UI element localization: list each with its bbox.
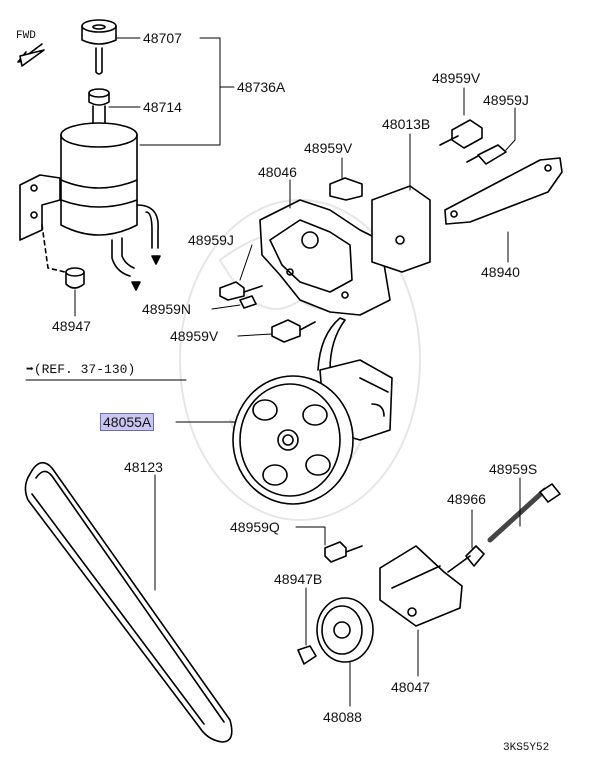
part-48959S[interactable]: 48959S <box>489 461 538 477</box>
part-48947[interactable]: 48947 <box>52 318 91 334</box>
idler-pulley <box>297 597 374 665</box>
idler-bracket <box>379 545 463 627</box>
part-48940[interactable]: 48940 <box>481 264 520 280</box>
part-48088[interactable]: 48088 <box>323 709 362 725</box>
part-48959V-mid[interactable]: 48959V <box>304 140 353 156</box>
bolt-group-upper <box>219 119 507 343</box>
part-48123[interactable]: 48123 <box>124 459 163 475</box>
fwd-arrow-icon <box>17 43 45 67</box>
reservoir-bracket <box>19 174 66 273</box>
leader-lines <box>74 37 521 707</box>
part-48046[interactable]: 48046 <box>258 164 297 180</box>
part-48959Q[interactable]: 48959Q <box>230 519 280 535</box>
adjuster-bolt <box>447 483 561 573</box>
part-48966[interactable]: 48966 <box>447 491 486 507</box>
part-48959J-mid[interactable]: 48959J <box>188 232 234 248</box>
nut-48947 <box>65 267 85 289</box>
part-48736A[interactable]: 48736A <box>237 79 286 95</box>
part-48055A[interactable]: 48055A <box>100 413 155 431</box>
part-48707[interactable]: 48707 <box>143 30 182 46</box>
part-48714[interactable]: 48714 <box>143 99 182 115</box>
part-48947B[interactable]: 48947B <box>274 571 323 587</box>
flow-arrow-icon <box>131 255 161 291</box>
pump-brace <box>444 157 563 225</box>
part-48959V-low[interactable]: 48959V <box>170 328 219 344</box>
part-48013B[interactable]: 48013B <box>382 116 431 132</box>
reservoir-body <box>60 105 159 277</box>
part-48959J-top[interactable]: 48959J <box>483 92 529 108</box>
pump-bracket <box>259 185 431 316</box>
reservoir-fitting <box>88 88 110 106</box>
drive-belt <box>24 461 233 743</box>
figure-code: 3KS5Y52 <box>503 742 550 754</box>
pump-pulley <box>232 375 354 505</box>
reservoir-cap <box>81 19 117 75</box>
reference-note[interactable]: ➡(REF. 37-130) <box>26 362 136 377</box>
fwd-label: FWD <box>16 30 36 42</box>
part-48047[interactable]: 48047 <box>391 679 430 695</box>
part-48959N[interactable]: 48959N <box>142 301 192 317</box>
part-48959V-top[interactable]: 48959V <box>432 70 481 86</box>
bolt-48959Q <box>324 541 363 563</box>
